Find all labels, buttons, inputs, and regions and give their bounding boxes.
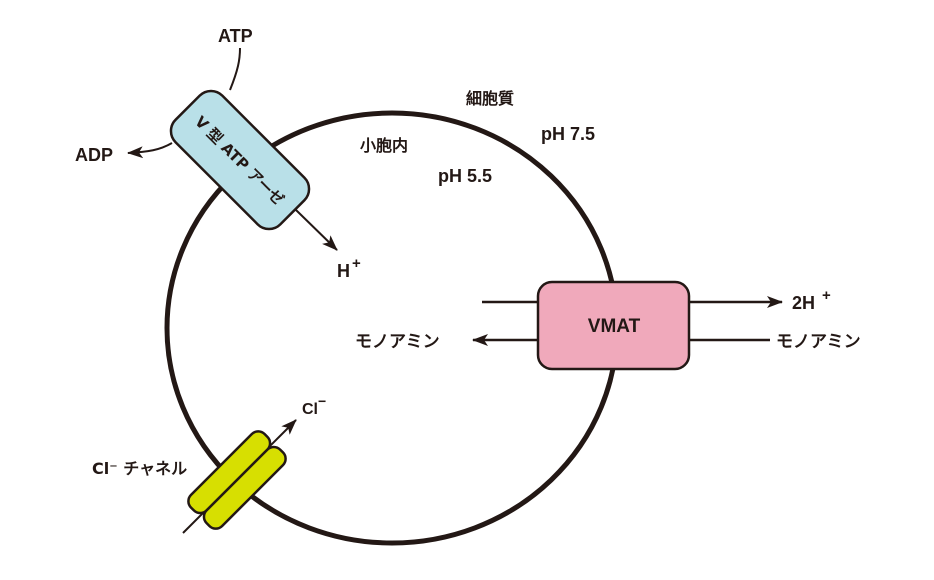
two-proton-charge: +: [822, 287, 831, 304]
vmat-label: VMAT: [588, 316, 641, 337]
vesicle-interior-label: 小胞内: [360, 136, 408, 155]
proton-charge: +: [352, 255, 361, 272]
chloride-label: Cl: [302, 401, 318, 418]
cytoplasm-ph-label: pH 7.5: [541, 124, 595, 144]
vmat-group: VMAT 2H + モノアミン モノアミン: [355, 280, 861, 371]
two-proton-label: 2H: [792, 293, 815, 313]
cytoplasm-label: 細胞質: [466, 89, 514, 108]
v-atpase-group: ATP ADP H + V 型 ATP アーゼ: [75, 26, 361, 281]
vmat-box: [536, 280, 691, 371]
vesicle-ph-label: pH 5.5: [438, 166, 492, 186]
chloride-channel-group: Cl − Cl⁻ チャネル: [92, 393, 326, 534]
chloride-channel-subunit-2: [202, 445, 287, 530]
atp-input-line: [229, 47, 241, 91]
adp-output-arrow: [127, 142, 173, 159]
proton-label: H: [337, 261, 350, 281]
proton-arrow: [295, 209, 338, 251]
atp-label: ATP: [218, 26, 253, 46]
chloride-charge: −: [318, 393, 326, 409]
monoamine-in-label: モノアミン: [776, 332, 861, 352]
monoamine-out-label: モノアミン: [355, 332, 440, 352]
adp-label: ADP: [75, 145, 113, 165]
v-atpase-box: [169, 89, 311, 231]
chloride-channel-label: Cl⁻ チャネル: [92, 459, 187, 478]
